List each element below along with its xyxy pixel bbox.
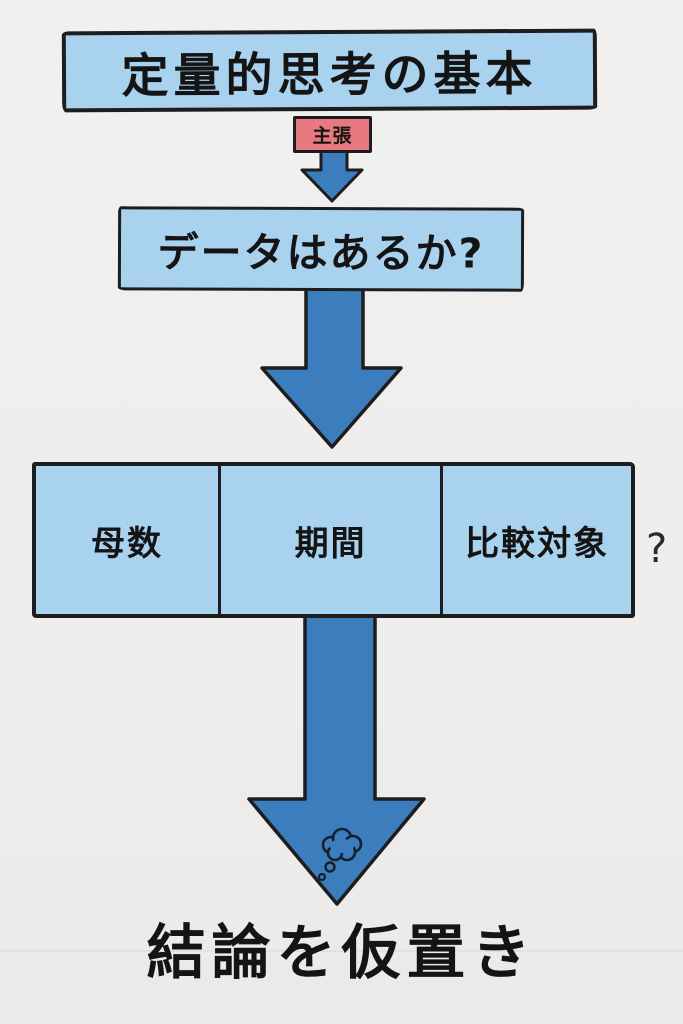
factor-box-period: 期間 xyxy=(221,466,444,614)
claim-badge: 主張 xyxy=(293,116,372,153)
flow-down-arrow-icon xyxy=(260,286,403,449)
conclusion-text: 結論を仮置き xyxy=(146,918,537,987)
claim-label: 主張 xyxy=(312,125,353,147)
factors-row: 母数 期間 比較対象 xyxy=(32,462,635,618)
title-box: 定量的思考の基本 xyxy=(61,28,598,113)
uncertainty-question-mark: ? xyxy=(646,526,668,572)
data-question-box: データはあるか? xyxy=(117,206,525,292)
factor-box-comparison: 比較対象 xyxy=(443,466,631,614)
conclusion-down-arrow-icon xyxy=(247,612,426,906)
thought-bubble-icon xyxy=(317,827,363,882)
title-text: 定量的思考の基本 xyxy=(121,46,538,105)
claim-down-arrow-icon xyxy=(300,147,364,203)
factor-label: 比較対象 xyxy=(465,523,610,564)
factor-label: 期間 xyxy=(294,523,367,564)
factor-label: 母数 xyxy=(90,523,163,564)
factor-box-denominator: 母数 xyxy=(36,466,221,614)
data-question-label: データはあるか? xyxy=(157,228,485,278)
